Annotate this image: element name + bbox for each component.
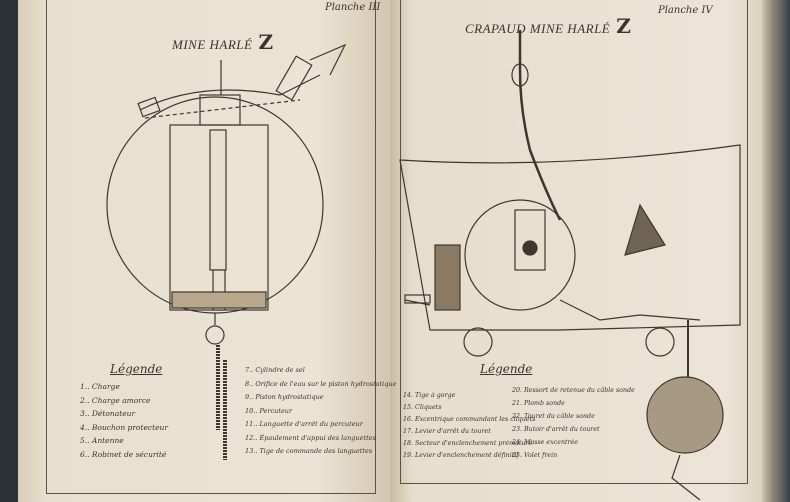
legend-item: 11.. Languette d'arrêt du percuteur: [245, 420, 363, 428]
legend-item: 3.. Détonateur: [80, 409, 136, 418]
left-page-title: MINE HARLÉ Z: [172, 30, 274, 54]
legend-item: 22. Touret du câble sonde: [512, 413, 595, 420]
right-legend-title: Légende: [480, 362, 533, 376]
left-title-text: MINE HARLÉ: [172, 37, 253, 52]
legend-item: 10.. Percuteur: [245, 406, 293, 415]
legend-item: 12.. Épaulement d'appui des languettes: [245, 433, 376, 442]
legend-item: 24. Masse excentrée: [512, 439, 578, 446]
mine-harle-diagram: [106, 43, 347, 430]
legend-item: 4.. Bouchon protecteur: [80, 422, 168, 432]
legend-item: 5.. Antenne: [80, 436, 124, 445]
right-page-frame: [400, 0, 748, 484]
left-legend-col1: 1.. Charge 2.. Charge amorce 3.. Détonat…: [80, 380, 168, 461]
left-legend-title: Légende: [110, 362, 163, 376]
legend-item: 20. Ressort de retenue du câble sonde: [512, 387, 635, 394]
legend-item: 13.. Tige de commande des languettes: [245, 447, 373, 455]
right-plate-number: Planche IV: [658, 5, 713, 16]
legend-item: 18. Secteur d'enclenchement prématuré: [403, 440, 533, 447]
book-edge: [762, 0, 790, 502]
legend-item: 1.. Charge: [80, 382, 120, 391]
crapaud-diagram: [399, 30, 741, 501]
legend-item: 6.. Robinet de sécurité: [80, 449, 167, 459]
legend-item: 14. Tige à gorge: [403, 392, 456, 399]
right-legend-col1: 14. Tige à gorge 15. Cliquets 16. Excent…: [403, 390, 535, 462]
legend-item: 15. Cliquets: [403, 404, 442, 411]
right-title-letter: Z: [616, 14, 632, 38]
legend-item: 19. Levier d'enclenchement définitif: [403, 452, 519, 459]
legend-item: 21. Plomb sonde: [512, 400, 565, 407]
right-legend-col2: 20. Ressort de retenue du câble sonde 21…: [512, 384, 635, 462]
legend-item: 9.. Piston hydrostatique: [245, 393, 324, 401]
left-title-letter: Z: [258, 30, 274, 54]
legend-item: 17. Levier d'arrêt du touret: [403, 428, 491, 435]
legend-item: 23. Butoir d'arrêt du touret: [512, 426, 600, 433]
left-legend-col2: 7.. Cylindre de sel 8.. Orifice de l'eau…: [245, 364, 396, 459]
legend-item: 16. Excentrique commandant les cliquets: [403, 416, 536, 423]
legend-item: 7.. Cylindre de sel: [245, 366, 305, 374]
legend-item: 8.. Orifice de l'eau sur le piston hydro…: [245, 379, 397, 388]
right-title-text: CRAPAUD MINE HARLÉ: [465, 21, 611, 36]
left-plate-number: Planche III: [325, 2, 381, 13]
left-page: [18, 0, 390, 502]
left-page-frame: [46, 0, 376, 494]
right-page-title: CRAPAUD MINE HARLÉ Z: [465, 14, 631, 38]
legend-item: 2.. Charge amorce: [80, 395, 151, 405]
legend-item: 25. Volet frein: [512, 452, 558, 459]
